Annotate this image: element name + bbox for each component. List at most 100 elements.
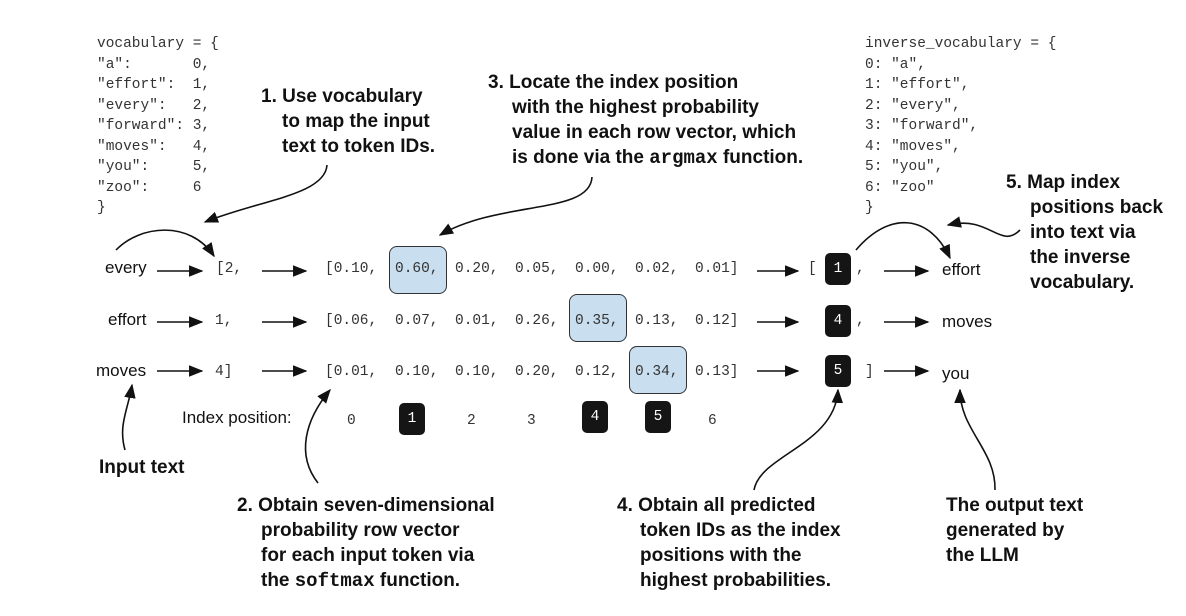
prob-value: 0.13] bbox=[695, 364, 739, 380]
index-value-highlighted: 4 bbox=[582, 401, 608, 433]
output-token: you bbox=[942, 364, 970, 383]
prob-value: 0.20, bbox=[455, 261, 499, 277]
pred-separator: ] bbox=[865, 364, 874, 380]
input-token: every bbox=[105, 258, 147, 277]
step3-line: with the highest probability bbox=[512, 97, 759, 118]
inverse-vocabulary-header: inverse_vocabulary = { bbox=[865, 36, 1057, 52]
prob-value: [0.01, bbox=[325, 364, 378, 380]
step2-line: the softmax function. bbox=[261, 568, 460, 594]
prob-value: [0.06, bbox=[325, 313, 378, 329]
vocabulary-line: "you": 5, bbox=[97, 159, 211, 175]
pred-separator: , bbox=[856, 261, 865, 277]
index-value: 2 bbox=[467, 413, 476, 429]
step4-line: 4. Obtain all predicted bbox=[617, 495, 816, 516]
vocabulary-line: "every": 2, bbox=[97, 97, 211, 114]
step4-line: positions with the bbox=[640, 545, 802, 566]
inverse-vocabulary-line: 2: "every", bbox=[865, 97, 961, 114]
token-id: [2, bbox=[216, 261, 243, 277]
step5-line: into text via bbox=[1030, 222, 1136, 243]
prob-value: 0.05, bbox=[515, 261, 559, 277]
inverse-vocabulary-line: 6: "zoo" bbox=[865, 179, 935, 196]
callout-pointer bbox=[304, 388, 331, 484]
step3-text: is done via the bbox=[512, 147, 650, 168]
prob-value: 0.01, bbox=[455, 313, 499, 329]
prob-value: 0.34, bbox=[635, 364, 679, 380]
inverse-vocabulary-line: 0: "a", bbox=[865, 56, 926, 73]
pred-bracket: [ bbox=[808, 261, 817, 277]
input-token: effort bbox=[108, 310, 147, 329]
prob-value: 0.35, bbox=[575, 313, 619, 329]
index-value-highlighted: 5 bbox=[645, 401, 671, 433]
step2-line: probability row vector bbox=[261, 520, 460, 541]
inverse-vocabulary-line: 5: "you", bbox=[865, 159, 944, 175]
prob-value: 0.26, bbox=[515, 313, 559, 329]
output-token: moves bbox=[942, 312, 993, 331]
prob-value: 0.01] bbox=[695, 261, 739, 277]
output-token: effort bbox=[942, 260, 981, 279]
predicted-token-id: 5 bbox=[825, 355, 851, 387]
highlight-box-row3 bbox=[629, 346, 687, 394]
callout-pointer bbox=[203, 164, 328, 223]
vocabulary-header: vocabulary = { bbox=[97, 36, 219, 52]
curved-arrow bbox=[855, 222, 951, 260]
prob-value: 0.00, bbox=[575, 261, 619, 277]
output-text-line: generated by bbox=[946, 520, 1065, 541]
inverse-vocabulary-line: 3: "forward", bbox=[865, 118, 979, 134]
curved-arrow bbox=[115, 229, 215, 258]
prob-value: 0.60, bbox=[395, 261, 439, 277]
prob-value: 0.07, bbox=[395, 313, 439, 329]
output-text-line: the LLM bbox=[946, 545, 1019, 566]
step2-text: function. bbox=[374, 570, 461, 591]
prob-value: 0.12] bbox=[695, 313, 739, 329]
step2-line: 2. Obtain seven-dimensional bbox=[237, 495, 495, 516]
step5-line: 5. Map index bbox=[1006, 172, 1121, 193]
inverse-vocabulary-line: 1: "effort", bbox=[865, 77, 970, 93]
output-text-line: The output text bbox=[946, 495, 1084, 516]
pred-separator: , bbox=[856, 313, 865, 329]
prob-value: 0.12, bbox=[575, 364, 619, 380]
index-value-highlighted: 1 bbox=[399, 403, 425, 435]
callout-pointer bbox=[438, 176, 593, 236]
inverse-vocabulary-line: 4: "moves", bbox=[865, 138, 961, 155]
callout-pointer bbox=[753, 388, 844, 491]
prob-value: [0.10, bbox=[325, 261, 378, 277]
step5-line: the inverse bbox=[1030, 247, 1131, 268]
step3-line: is done via the argmax function. bbox=[512, 145, 803, 171]
index-value: 6 bbox=[708, 413, 717, 429]
step5-line: vocabulary. bbox=[1030, 272, 1135, 293]
vocabulary-line: "zoo": 6 bbox=[97, 179, 202, 196]
vocabulary-footer: } bbox=[97, 200, 106, 216]
vocabulary-line: "effort": 1, bbox=[97, 77, 211, 93]
token-id: 1, bbox=[215, 313, 233, 329]
step4-line: token IDs as the index bbox=[640, 520, 841, 541]
highlight-box-row1 bbox=[389, 246, 447, 294]
step2-text: the bbox=[261, 570, 295, 591]
highlight-box-row2 bbox=[569, 294, 627, 342]
input-text-label: Input text bbox=[99, 457, 185, 478]
vocabulary-line: "a": 0, bbox=[97, 56, 211, 73]
index-value: 0 bbox=[347, 413, 356, 429]
step1-line: 1. Use vocabulary bbox=[261, 86, 423, 107]
token-id: 4] bbox=[215, 364, 233, 380]
prob-value: 0.10, bbox=[455, 364, 499, 380]
step3-line: value in each row vector, which bbox=[512, 122, 797, 143]
callout-pointer bbox=[121, 383, 136, 451]
predicted-token-id: 1 bbox=[825, 253, 851, 285]
softmax-code: softmax bbox=[294, 570, 375, 592]
prob-value: 0.13, bbox=[635, 313, 679, 329]
index-value: 3 bbox=[527, 413, 536, 429]
argmax-code: argmax bbox=[649, 147, 718, 169]
step3-line: 3. Locate the index position bbox=[488, 72, 739, 93]
step2-line: for each input token via bbox=[261, 545, 475, 566]
prob-value: 0.02, bbox=[635, 261, 679, 277]
prob-value: 0.20, bbox=[515, 364, 559, 380]
input-token: moves bbox=[96, 361, 147, 380]
index-position-label: Index position: bbox=[182, 408, 292, 427]
inverse-vocabulary-footer: } bbox=[865, 200, 874, 216]
prob-value: 0.10, bbox=[395, 364, 439, 380]
callout-pointer bbox=[954, 388, 996, 491]
callout-pointer bbox=[946, 216, 1021, 237]
vocabulary-line: "moves": 4, bbox=[97, 138, 211, 155]
step5-line: positions back bbox=[1030, 197, 1164, 218]
